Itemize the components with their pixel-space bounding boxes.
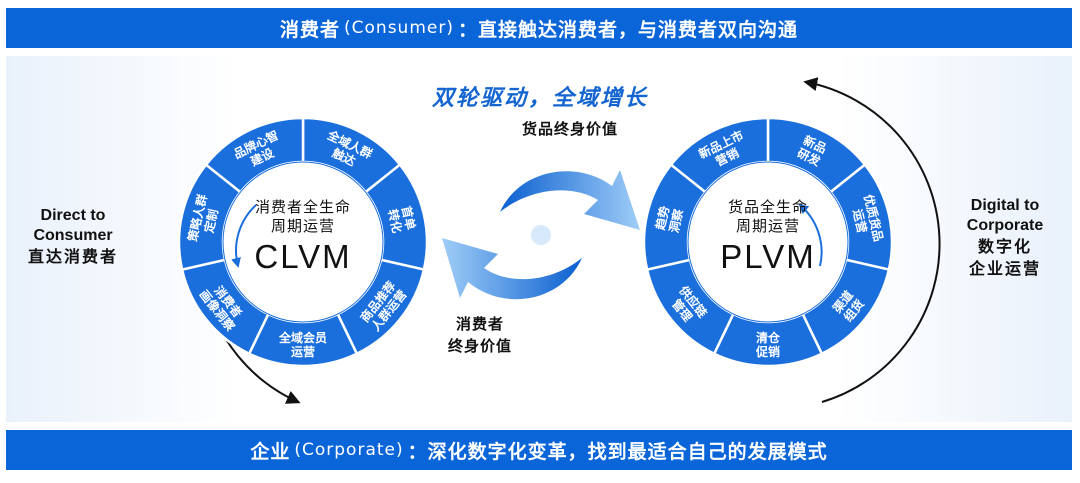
consumer-banner-english: (Consumer)	[344, 18, 454, 38]
corporate-banner: 企业 (Corporate) ：深化数字化变革，找到最适合自己的发展模式	[6, 430, 1072, 470]
clvm-title-line1: 消费者全生命	[254, 198, 351, 216]
corporate-banner-text: ：深化数字化变革，找到最适合自己的发展模式	[407, 440, 828, 463]
right-arc-arrow	[803, 77, 941, 403]
consumer-lifetime-value: 消费者 终身价值	[425, 313, 535, 357]
dtc2-english-line1: Digital to	[970, 197, 1040, 214]
dtc-english-line1: Direct to	[40, 207, 106, 224]
clvm-segment-label-4: 全域会员运营	[278, 330, 327, 359]
goods-lifetime-value: 货品终身价值	[521, 120, 618, 138]
plvm-segment-label-7: 新品上市营销	[696, 127, 752, 174]
plvm-abbr: PLVM	[720, 238, 816, 275]
dtc-english-line2: Consumer	[33, 227, 113, 244]
direct-to-consumer-label: Direct to Consumer 直达消费者	[8, 206, 138, 268]
digital-to-corporate-label: Digital to Corporate 数字化 企业运营	[940, 196, 1070, 280]
consumer-banner: 消费者 (Consumer) ：直接触达消费者，与消费者双向沟通	[6, 8, 1072, 48]
consumer-value-line1: 消费者	[455, 315, 504, 333]
clvm-title-line2: 周期运营	[270, 217, 335, 235]
clvm-center: 消费者全生命 周期运营 CLVM	[228, 198, 378, 276]
clvm-ring: 全域人群触达首单转化商品推荐人群运营全域会员运营消费者画像洞察策略人群定制品牌心…	[177, 116, 429, 368]
plvm-segment-label-6: 趋势洞察	[652, 204, 686, 235]
clvm-segment-label-2: 首单转化	[385, 204, 419, 234]
corporate-banner-title: 企业	[250, 440, 291, 463]
swirl-arrow-top	[500, 170, 640, 230]
dtc2-chinese-line2: 企业运营	[968, 259, 1041, 278]
clvm-abbr: CLVM	[254, 238, 352, 275]
plvm-title-line1: 货品全生命	[727, 198, 808, 216]
consumer-banner-title: 消费者	[280, 18, 341, 41]
plvm-inner-arrow	[798, 203, 823, 267]
consumer-banner-text: ：直接触达消费者，与消费者双向沟通	[457, 18, 798, 41]
clvm-inner-disc	[223, 162, 383, 322]
plvm-center: 货品全生命 周期运营 PLVM	[693, 198, 843, 276]
swirl-center	[531, 225, 551, 245]
clvm-inner-arrow	[231, 204, 257, 268]
dtc2-english-line2: Corporate	[966, 217, 1044, 234]
dtc2-chinese-line1: 数字化	[977, 237, 1032, 256]
plvm-inner-edge	[687, 161, 849, 323]
plvm-inner-disc	[688, 162, 848, 322]
corporate-banner-english: (Corporate)	[294, 440, 404, 460]
consumer-value-line2: 终身价值	[447, 337, 512, 355]
headline: 双轮驱动，全域增长	[431, 86, 648, 111]
clvm-inner-edge	[222, 161, 384, 323]
plvm-segment-label-4: 清仓促销	[755, 330, 781, 359]
plvm-title-line2: 周期运营	[735, 217, 800, 235]
swirl-arrow-bottom	[442, 238, 582, 300]
dtc-chinese: 直达消费者	[27, 247, 118, 266]
